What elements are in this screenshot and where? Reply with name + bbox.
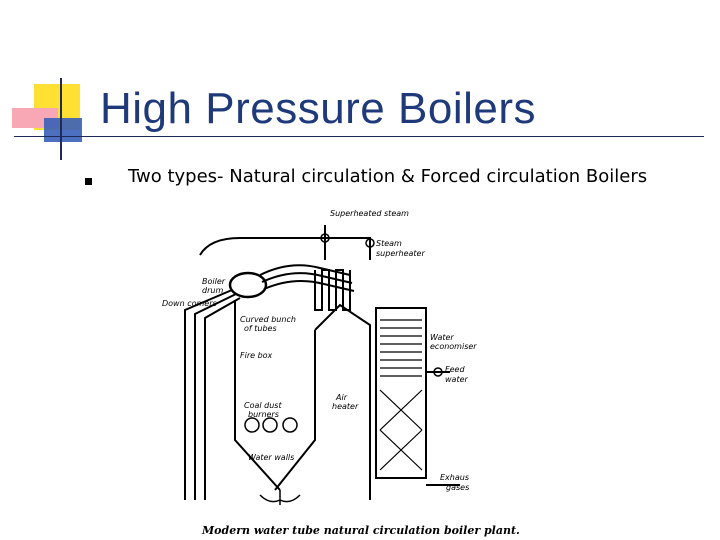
- label-air-2: heater: [332, 402, 359, 411]
- air-heater-grid: [379, 389, 423, 471]
- burner-2: [262, 417, 278, 433]
- label-feed-1: Feed: [445, 365, 465, 374]
- label-feed-2: water: [445, 375, 469, 384]
- furnace-right-wall: [274, 330, 316, 491]
- down-comer-2: [194, 293, 237, 500]
- gas-pass-wall: [314, 303, 371, 500]
- down-comer-3: [204, 297, 241, 500]
- label-air-1: Air: [335, 393, 348, 402]
- label-fire-box: Fire box: [240, 351, 273, 360]
- label-curved-bunch-1: Curved bunch: [240, 315, 296, 324]
- ash-hopper: [259, 490, 301, 505]
- label-exhaust-1: Exhaus: [440, 473, 469, 482]
- furnace-left-wall: [234, 300, 281, 491]
- steam-valve-2: [365, 238, 375, 248]
- burner-1: [244, 417, 260, 433]
- diagram-caption: Modern water tube natural circulation bo…: [201, 524, 520, 537]
- top-steam-pipe: [199, 237, 371, 260]
- down-comer-1: [184, 289, 233, 500]
- steam-valve-1: [320, 233, 330, 243]
- label-water-2: economiser: [430, 342, 477, 351]
- curved-tube-3: [263, 279, 355, 292]
- economiser-tubes: [380, 319, 422, 377]
- label-down-comers: Down comers: [162, 299, 217, 308]
- superheater-coils: [314, 269, 351, 311]
- decor-blue-square: [44, 118, 82, 142]
- label-curved-bunch-2: of tubes: [244, 324, 277, 333]
- label-boiler-drum-2: drum: [202, 286, 223, 295]
- label-coal-dust-1: Coal dust: [244, 401, 282, 410]
- label-water-walls: Water walls: [248, 453, 294, 462]
- feed-valve: [433, 367, 443, 377]
- bullet-text: Two types- Natural circulation & Forced …: [128, 166, 648, 187]
- label-superheated-steam: Superheated steam: [330, 209, 409, 218]
- label-steam-2: superheater: [376, 249, 425, 258]
- label-boiler-drum-1: Boiler: [202, 277, 226, 286]
- burner-3: [282, 417, 298, 433]
- slide-title: High Pressure Boilers: [100, 84, 536, 133]
- economiser-stack: [375, 307, 427, 479]
- decor-vertical-line: [60, 78, 62, 160]
- label-water-1: Water: [430, 333, 454, 342]
- label-exhaust-2: gases: [446, 483, 469, 492]
- curved-tube-1: [259, 264, 351, 276]
- label-steam-1: Steam: [376, 239, 402, 248]
- boiler-drum-shape: [228, 271, 268, 299]
- decor-horizontal-line: [14, 136, 704, 137]
- bullet-icon: [85, 178, 92, 185]
- label-coal-dust-2: burners: [248, 410, 279, 419]
- boiler-diagram: Superheated steam Steam superheater Boil…: [162, 209, 520, 537]
